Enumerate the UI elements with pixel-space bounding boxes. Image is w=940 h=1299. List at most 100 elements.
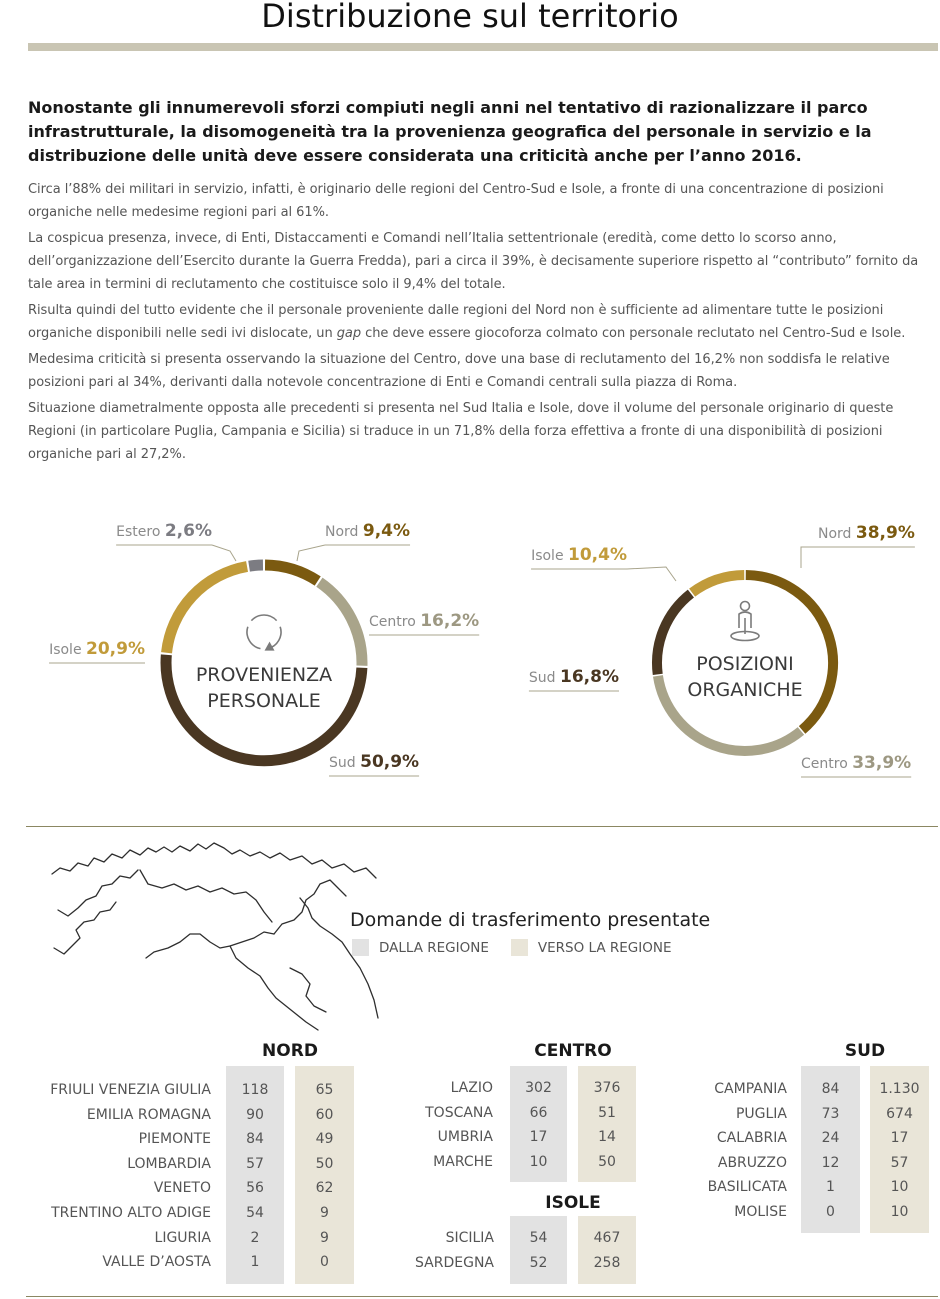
dalla-value: 24: [821, 1130, 840, 1147]
donut-slice-sud: [652, 589, 695, 676]
verso-value: 9: [320, 1229, 329, 1246]
slice-value: 38,9%: [856, 523, 915, 543]
region-name: SICILIA: [445, 1230, 494, 1246]
slice-value: 33,9%: [852, 753, 911, 773]
dalla-value: 1: [826, 1179, 835, 1196]
region-name: MARCHE: [433, 1153, 493, 1170]
donut-slice-nord: [264, 559, 321, 586]
section-divider-bottom: [26, 1296, 938, 1297]
region-name: CAMPANIA: [714, 1081, 787, 1097]
paragraph-4: Medesima criticità si presenta osservand…: [28, 352, 890, 390]
verso-value: 10: [890, 1179, 909, 1196]
donut-center-title: POSIZIONI: [696, 653, 793, 675]
region-name: TRENTINO ALTO ADIGE: [51, 1205, 211, 1221]
region-name: LAZIO: [450, 1080, 493, 1096]
donut-label-isole: Isole 20,9%: [49, 639, 145, 659]
verso-value: 674: [886, 1105, 913, 1122]
dalla-value: 54: [529, 1230, 548, 1246]
region-name: PUGLIA: [735, 1105, 787, 1122]
region-name: LIGURIA: [154, 1229, 211, 1246]
dalla-value: 17: [529, 1129, 548, 1146]
legend-dalla-label: DALLA REGIONE: [379, 939, 489, 956]
verso-value: 62: [315, 1180, 334, 1197]
body-text: Circa l’88% dei militari in servizio, in…: [28, 178, 940, 469]
verso-value: 258: [593, 1254, 621, 1271]
legend-swatch-dalla: [352, 939, 369, 956]
lead-paragraph: Nonostante gli innumerevoli sforzi compi…: [28, 98, 872, 165]
region-name: VENETO: [153, 1180, 211, 1197]
italy-map-icon: [51, 842, 379, 1031]
donut-slice-nord: [745, 570, 838, 734]
verso-value: 14: [598, 1129, 616, 1146]
label-leader: [626, 566, 677, 582]
dalla-value: 1: [250, 1254, 260, 1271]
verso-value: 9: [320, 1205, 329, 1221]
dalla-value: 52: [529, 1254, 548, 1271]
region-name: EMILIA ROMAGNA: [86, 1106, 211, 1123]
donut-slice-sud: [160, 654, 368, 767]
transfers-legend: DALLA REGIONE VERSO LA REGIONE: [352, 939, 672, 956]
dalla-value: 12: [821, 1154, 840, 1171]
region-name: UMBRIA: [437, 1129, 493, 1146]
centro-group-title: CENTRO: [534, 1041, 612, 1061]
donut-label-centro: Centro 16,2%: [369, 611, 479, 631]
title-rule: [28, 43, 938, 51]
donut-label-centro: Centro 33,9%: [801, 753, 911, 773]
slice-value: 16,2%: [420, 611, 479, 631]
nord-group-title: NORD: [262, 1041, 318, 1061]
verso-value: 65: [315, 1082, 334, 1098]
donut-label-sud: Sud 50,9%: [329, 752, 419, 772]
slice-value: 16,8%: [560, 667, 619, 687]
donut-slice-estero: [248, 559, 264, 572]
person-icon: [730, 600, 760, 642]
dalla-value: 57: [246, 1155, 264, 1172]
verso-value: 17: [890, 1130, 909, 1147]
nord-verso-column: [295, 1066, 354, 1284]
donut-slice-isole: [161, 561, 249, 654]
verso-value: 60: [315, 1106, 334, 1123]
slice-name: Sud: [329, 755, 360, 771]
region-name: CALABRIA: [716, 1130, 787, 1147]
region-name: VALLE D’AOSTA: [102, 1254, 211, 1271]
slice-name: Isole: [49, 642, 86, 658]
slice-value: 9,4%: [363, 521, 410, 541]
dalla-value: 0: [826, 1204, 835, 1220]
donut-label-sud: Sud 16,8%: [529, 667, 619, 687]
dalla-value: 118: [241, 1082, 269, 1098]
donut-center-title: PROVENIENZA: [196, 664, 332, 686]
section-divider-top: [26, 826, 938, 827]
slice-value: 20,9%: [86, 639, 145, 659]
slice-value: 50,9%: [360, 752, 419, 772]
donut-center-title: PERSONALE: [207, 690, 320, 712]
dalla-value: 2: [250, 1229, 260, 1246]
region-name: PIEMONTE: [138, 1131, 211, 1148]
verso-value: 467: [593, 1230, 621, 1246]
dalla-value: 56: [246, 1180, 264, 1197]
dalla-value: 54: [246, 1205, 264, 1221]
region-name: MOLISE: [734, 1204, 787, 1220]
sud-dalla-column: [801, 1066, 860, 1233]
isole-group-title: ISOLE: [545, 1193, 601, 1213]
donut-charts: Nord 9,4% Centro 16,2% Sud 50,9% Isole 20,9…: [49, 521, 915, 778]
donut-label-nord: Nord 9,4%: [325, 521, 410, 541]
legend-swatch-verso: [510, 939, 528, 956]
verso-value: 49: [315, 1131, 334, 1148]
donut-label-isole: Isole 10,4%: [531, 545, 627, 565]
dalla-value: 10: [529, 1153, 548, 1170]
donut-center-title: ORGANICHE: [687, 679, 802, 701]
dalla-value: 84: [246, 1131, 264, 1148]
transfers-title: Domande di trasferimento presentate: [350, 909, 711, 931]
legend-dalla: DALLA REGIONE: [352, 939, 489, 956]
slice-value: 10,4%: [568, 545, 627, 565]
paragraph-2: La cospicua presenza, invece, di Enti, D…: [28, 231, 919, 292]
sud-verso-column: [870, 1066, 929, 1233]
paragraph-1: Circa l’88% dei militari in servizio, in…: [28, 182, 884, 220]
centro-dalla-column: [510, 1066, 567, 1182]
donut-slice-centro: [653, 675, 805, 756]
sud-group-title: SUD: [844, 1041, 886, 1061]
dalla-value: 73: [821, 1105, 840, 1122]
verso-value: 10: [890, 1204, 909, 1220]
isole-dalla-column: [510, 1216, 567, 1284]
slice-name: Sud: [529, 670, 560, 686]
nord-dalla-column: [226, 1066, 284, 1284]
